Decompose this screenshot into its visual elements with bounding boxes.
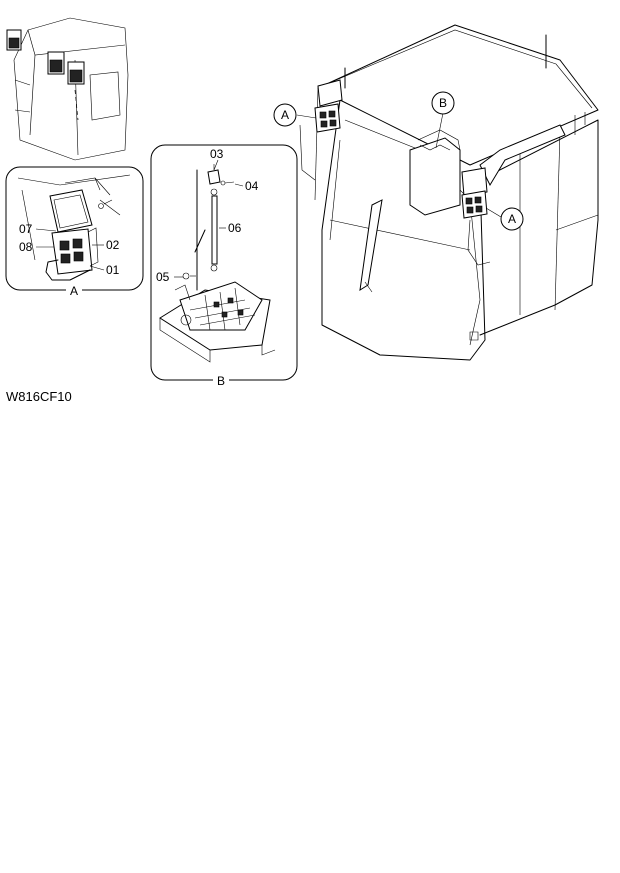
- detail-a: 07 08 02 01 A: [5, 166, 144, 298]
- wiper-arm: [359, 199, 383, 291]
- detail-b-title: B: [217, 374, 225, 388]
- cab-overview-thumbnail: [6, 17, 129, 161]
- side-duct: [479, 124, 566, 187]
- cab-roof: [317, 24, 599, 166]
- callout-a-left: A: [273, 103, 297, 127]
- callout-b-top: B: [431, 91, 455, 115]
- detail-b: 03 04 06 05 B: [150, 144, 298, 388]
- switch-panel: [51, 228, 93, 275]
- antenna-housing: [409, 137, 461, 216]
- svg-text:A: A: [281, 108, 289, 122]
- panel-a-right: [461, 190, 488, 219]
- part-01-label: 01: [106, 263, 120, 277]
- part-05-label: 05: [156, 270, 170, 284]
- part-08-label: 08: [19, 240, 33, 254]
- callout-a-right: A: [500, 207, 524, 231]
- panel-a-left: [314, 103, 341, 133]
- cable-06: [211, 195, 218, 265]
- detail-a-title: A: [70, 284, 78, 298]
- part-06-label: 06: [228, 221, 242, 235]
- part-03-label: 03: [210, 147, 224, 161]
- cab-main-view: [296, 24, 599, 361]
- part-02-label: 02: [106, 238, 120, 252]
- clip-03: [207, 169, 221, 185]
- part-04-label: 04: [245, 179, 259, 193]
- panel-a-right-cover: [461, 167, 488, 197]
- part-07-label: 07: [19, 222, 33, 236]
- panel-a-left-cover: [317, 79, 343, 107]
- figure-code: W816CF10: [6, 389, 72, 404]
- svg-text:A: A: [508, 212, 516, 226]
- svg-text:B: B: [439, 96, 447, 110]
